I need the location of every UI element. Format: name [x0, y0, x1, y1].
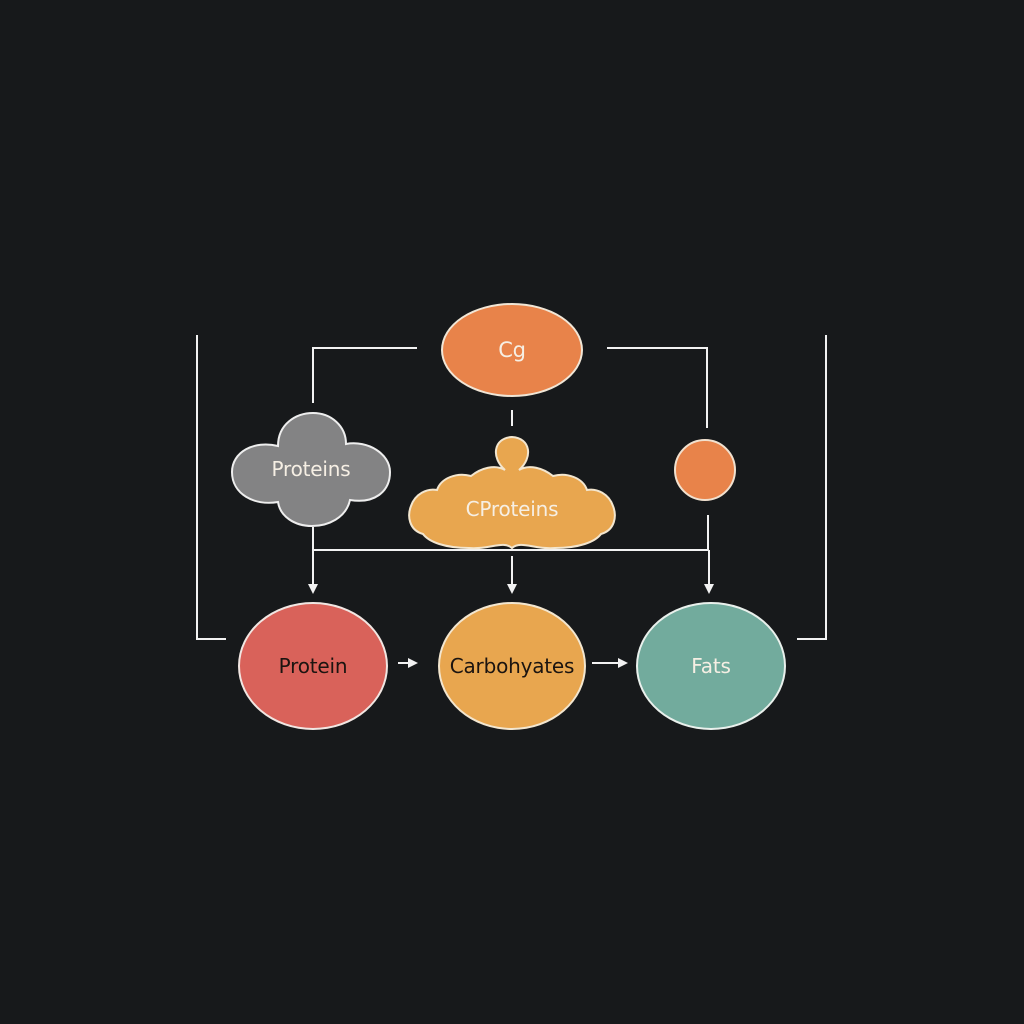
cg-to-proteins-connector	[312, 347, 417, 403]
cg-node: Cg	[441, 303, 583, 397]
proteins-cloud-node: Proteins	[228, 410, 394, 528]
small-orange-circle-node	[674, 439, 736, 501]
protein-node: Protein	[238, 602, 388, 730]
proteins-cloud-label: Proteins	[271, 457, 351, 481]
cloud-shape-icon	[408, 435, 616, 550]
fats-label: Fats	[691, 654, 731, 678]
carbohydrates-label: Carbohyates	[449, 654, 575, 678]
cloud-shape-icon	[230, 411, 392, 528]
left-bracket	[196, 335, 226, 640]
cg-label: Cg	[498, 338, 526, 362]
cproteins-cloud-label: CProteins	[465, 497, 559, 521]
right-bracket	[797, 335, 827, 640]
cproteins-cloud-node: CProteins	[405, 434, 619, 552]
protein-label: Protein	[278, 654, 348, 678]
carbohydrates-node: Carbohyates	[438, 602, 586, 730]
cg-to-dot-connector	[607, 347, 708, 428]
fats-node: Fats	[636, 602, 786, 730]
